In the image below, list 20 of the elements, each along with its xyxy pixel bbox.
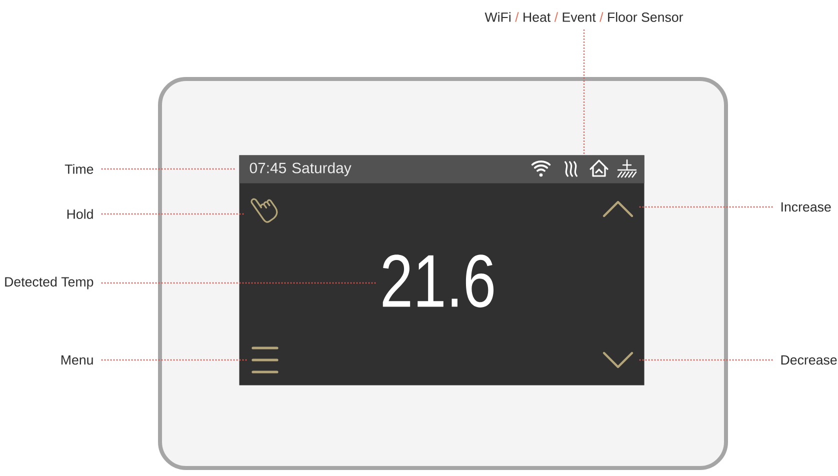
leader-line [636, 359, 773, 361]
callout-label: Time [64, 164, 94, 174]
up-chevron-icon [602, 200, 634, 218]
temperature-reading: 21.6 [382, 254, 494, 308]
down-chevron-icon [602, 352, 634, 368]
status-bar: 07:45 Saturday [239, 155, 644, 184]
leader-line [101, 282, 376, 284]
menu-icon [252, 346, 278, 374]
leader-line [101, 213, 246, 215]
hand-icon [250, 198, 278, 223]
callout-label: WiFi / Heat / Event / Floor Sensor [484, 12, 684, 22]
leader-line [583, 29, 585, 154]
leader-line [636, 206, 773, 208]
leader-line [101, 168, 236, 170]
callout-label: Detected Temp [5, 276, 94, 290]
callout-label: Decrease [781, 355, 837, 365]
callout-label: Menu [61, 355, 93, 365]
callout-label: Increase [782, 202, 831, 212]
leader-line [101, 359, 248, 361]
callout-label: Hold [67, 209, 93, 219]
